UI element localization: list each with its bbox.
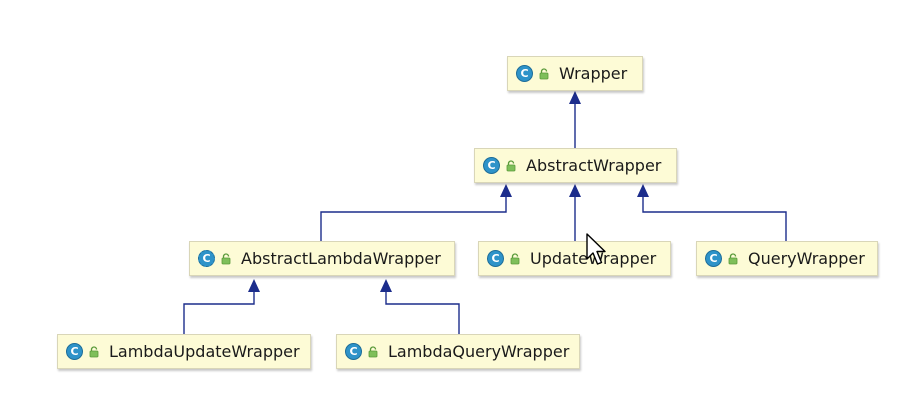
class-node-wrapper[interactable]: C Wrapper (507, 56, 643, 91)
lock-icon (221, 252, 231, 264)
edge-querywrapper-to-abstractwrapper (637, 184, 787, 241)
mouse-pointer-icon (586, 233, 606, 265)
class-icon: C (487, 250, 504, 267)
class-name-label: Wrapper (559, 64, 628, 83)
class-icon: C (345, 343, 362, 360)
edge-abstractlambdawrapper-to-abstractwrapper (320, 184, 512, 241)
lock-icon (506, 159, 516, 171)
class-node-updatewrapper[interactable]: C UpdateWrapper (478, 241, 671, 276)
abstract-class-icon: C (198, 250, 215, 267)
edge-abstractwrapper-to-wrapper (569, 91, 581, 148)
class-node-lambdaquerywrapper[interactable]: C LambdaQueryWrapper (336, 334, 580, 369)
class-icon: C (705, 250, 722, 267)
lock-icon (539, 67, 549, 79)
class-icon: C (483, 157, 500, 174)
lock-icon (728, 252, 738, 264)
class-name-label: AbstractLambdaWrapper (241, 249, 441, 268)
class-icon: C (516, 65, 533, 82)
class-name-label: UpdateWrapper (530, 249, 657, 268)
class-name-label: AbstractWrapper (526, 156, 662, 175)
class-node-abstractlambdawrapper[interactable]: C AbstractLambdaWrapper (189, 241, 455, 276)
lock-icon (368, 345, 378, 357)
lock-icon (510, 252, 520, 264)
class-name-label: LambdaUpdateWrapper (109, 342, 300, 361)
class-node-lambdaupdatewrapper[interactable]: C LambdaUpdateWrapper (57, 334, 311, 369)
class-name-label: LambdaQueryWrapper (388, 342, 570, 361)
lock-icon (89, 345, 99, 357)
edge-lambdaquerywrapper-to-abstractlambdawrapper (380, 279, 460, 334)
class-node-abstractwrapper[interactable]: C AbstractWrapper (474, 148, 677, 183)
edge-updatewrapper-to-abstractwrapper (569, 184, 581, 241)
class-node-querywrapper[interactable]: C QueryWrapper (696, 241, 878, 276)
class-name-label: QueryWrapper (748, 249, 865, 268)
class-icon: C (66, 343, 83, 360)
edge-lambdaupdatewrapper-to-abstractlambdawrapper (183, 279, 260, 334)
